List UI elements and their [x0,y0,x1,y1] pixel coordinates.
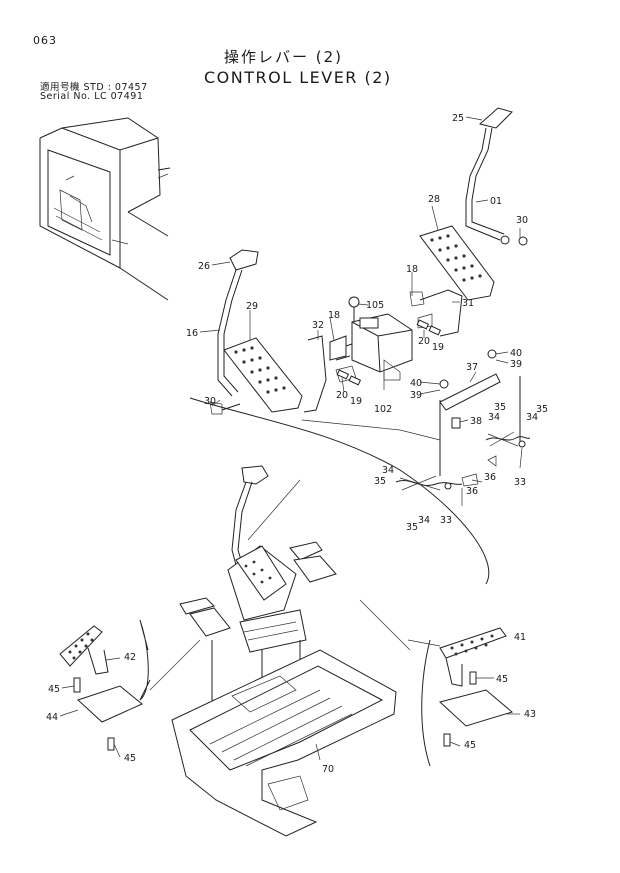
detail-boundary-upper [189,397,490,585]
part-label-35-c: 35 [374,476,386,487]
part-label-32: 32 [312,320,324,331]
part-label-19: 19 [432,342,444,353]
part-label-37: 37 [466,362,478,373]
part-label-45-c: 45 [124,753,136,764]
left-pedal-detail [59,625,143,751]
part-label-34: 34 [488,412,500,423]
pins [336,319,442,386]
serial-number: Serial No. LC 07491 [40,91,144,102]
part-label-34-d: 34 [418,515,430,526]
part-label-41: 41 [514,632,526,643]
pilot-valve-assembly [329,296,433,383]
part-label-26: 26 [198,261,210,272]
part-label-35: 35 [494,402,506,413]
part-label-20-b: 20 [336,390,348,401]
part-label-19-b: 19 [350,396,362,407]
part-label-18-b: 18 [328,310,340,321]
part-label-30-b: 30 [204,396,216,407]
part-label-43: 43 [524,709,536,720]
console-assembly [179,465,337,707]
serial-applicability: 適用号機 STD : 07457 [40,82,148,93]
part-label-39-b: 39 [410,390,422,401]
part-label-39: 39 [510,359,522,370]
part-label-18: 18 [406,264,418,275]
spring-bracket [395,349,531,491]
part-label-31: 31 [462,298,474,309]
cab-sketch [39,117,171,301]
part-label-38: 38 [470,416,482,427]
part-label-33: 33 [514,477,526,488]
part-label-30: 30 [516,215,528,226]
part-label-40: 40 [510,348,522,359]
part-label-28: 28 [428,194,440,205]
part-label-40-b: 40 [410,378,422,389]
part-label-25: 25 [452,113,464,124]
part-label-01: 01 [490,196,502,207]
title-japanese: 操作レバー (2) [224,48,344,66]
part-label-45: 45 [48,684,60,695]
part-label-16: 16 [186,328,198,339]
part-label-70: 70 [322,764,334,775]
part-label-34-b: 34 [526,412,538,423]
part-labels: 25 01 30 28 26 18 31 105 29 32 18 20 19 … [46,113,548,775]
part-label-35-d: 35 [406,522,418,533]
part-label-36: 36 [484,472,496,483]
part-label-35-b: 35 [536,404,548,415]
leader-to-center [149,479,411,691]
part-label-36-b: 36 [466,486,478,497]
right-pedal-detail [438,627,514,747]
detail-boundary-left [139,619,151,701]
page-number: 063 [33,34,57,47]
part-label-34-c: 34 [382,465,394,476]
left-lever-assembly [209,249,327,415]
part-label-45-b: 45 [496,674,508,685]
part-label-44: 44 [46,712,58,723]
part-label-29: 29 [246,301,258,312]
part-label-42: 42 [124,652,136,663]
right-lever-assembly [409,107,528,337]
part-label-20: 20 [418,336,430,347]
title-english: CONTROL LEVER (2) [204,68,392,87]
part-label-102: 102 [374,404,392,415]
part-label-33-b: 33 [440,515,452,526]
floor-plate [171,649,397,837]
part-label-45-d: 45 [464,740,476,751]
part-label-105: 105 [366,300,384,311]
leader-lines [59,116,523,761]
detail-boundary-right [421,639,431,767]
leader-chain [301,419,441,441]
